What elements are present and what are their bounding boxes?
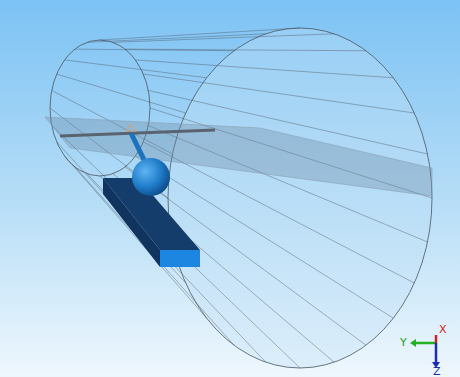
cone-line [100, 176, 300, 368]
z-axis [435, 343, 438, 364]
cone-line [135, 60, 393, 78]
cone-base [168, 28, 432, 368]
cone-line [100, 28, 300, 40]
cone-line [125, 167, 366, 345]
axis-label: X [439, 324, 447, 336]
cone-line [113, 34, 334, 43]
cone-line [87, 174, 266, 363]
cross-bar [60, 130, 215, 136]
y-arrow [410, 339, 416, 347]
x-axis [435, 335, 438, 343]
cone-line [125, 49, 366, 51]
sphere [132, 158, 170, 196]
axis-triad [410, 335, 440, 368]
pivot-marker [126, 124, 136, 131]
cone-line [143, 74, 414, 113]
y-axis [414, 342, 436, 345]
axis-label: Z [433, 366, 441, 377]
cone-line [65, 156, 207, 318]
bar-front [160, 250, 200, 267]
cone-line [87, 34, 266, 43]
cone-line [65, 60, 207, 78]
axis-label: Y [400, 337, 407, 349]
cone-line [57, 74, 186, 113]
truncated-cone [50, 28, 432, 368]
